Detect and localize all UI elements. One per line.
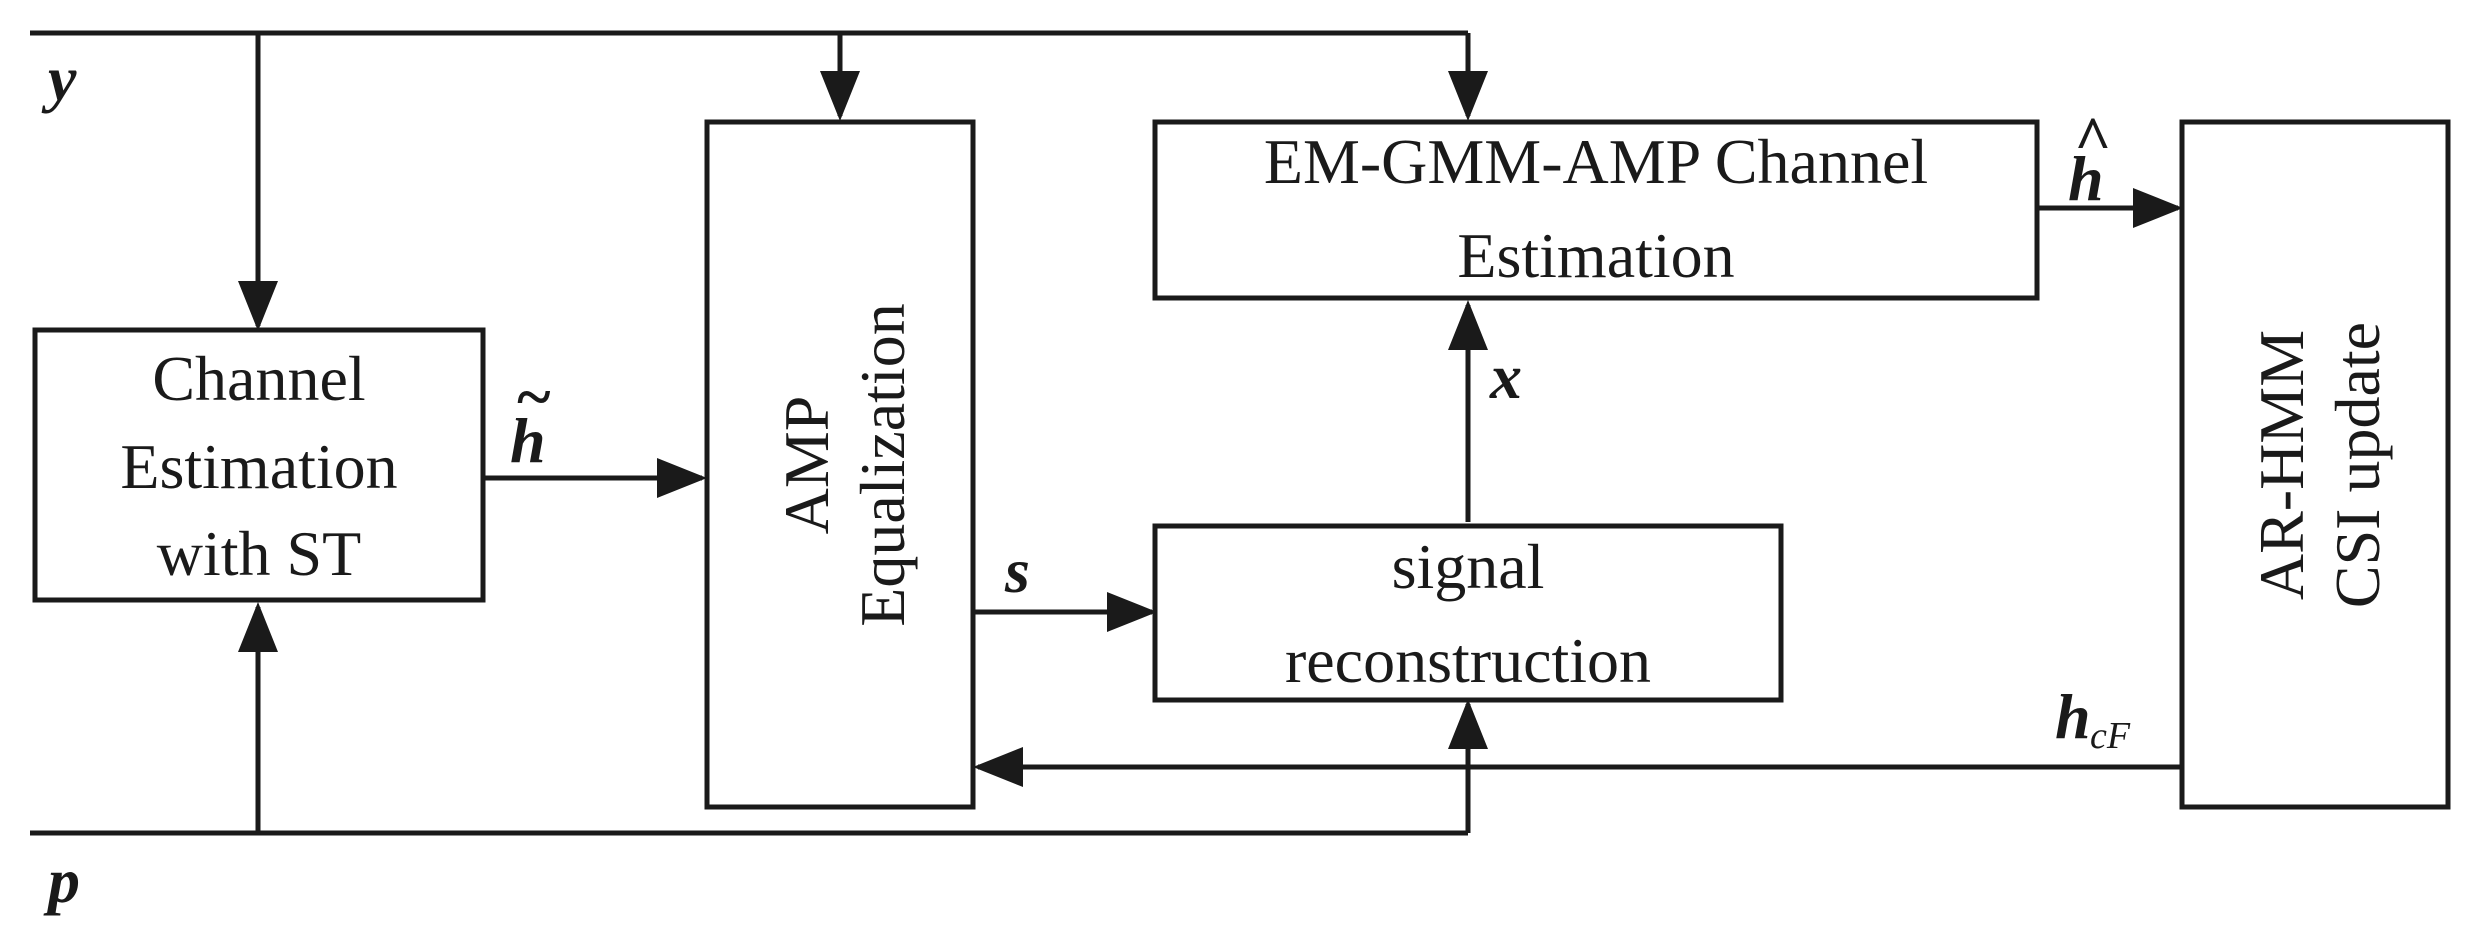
h-tilde-label: h ~ [510,361,551,476]
h-tilde-accent: ~ [515,361,551,432]
channel-estimation-st-block: Channel Estimation with ST [32,327,486,603]
h-hat-accent: ^ [2074,103,2110,174]
signal-reconstruction-line-1: signal [1392,531,1545,602]
signal-reconstruction-block: signal reconstruction [1152,523,1784,703]
h-hat-letter: h [2068,143,2104,214]
x-label: x [1489,341,1522,412]
channel-estimation-st-line-2: Estimation [120,431,397,502]
em-gmm-amp-block: EM-GMM-AMP Channel Estimation [1152,119,2040,301]
channel-estimation-st-line-1: Channel [152,343,365,414]
h-cf-label: h cF [2055,681,2131,757]
h-hat-label: h ^ [2068,103,2110,214]
h-cf-letter: h [2055,681,2091,752]
amp-equalization-line-1: AMP [771,396,842,535]
em-gmm-amp-line-2: Estimation [1457,220,1734,291]
ar-hmm-line-1: AR-HMM [2246,330,2317,600]
signal-reconstruction-line-2: reconstruction [1285,625,1651,696]
ar-hmm-block: AR-HMM CSI update [2179,119,2451,810]
connection-lines [30,30,2183,836]
y-label: y [41,43,77,114]
ar-hmm-line-2: CSI update [2322,322,2393,608]
h-cf-subscript: cF [2090,715,2131,757]
em-gmm-amp-line-1: EM-GMM-AMP Channel [1264,126,1928,197]
s-label: s [1004,535,1030,606]
amp-equalization-line-2: Equalization [847,303,918,626]
amp-equalization-block: AMP Equalization [704,119,976,810]
h-tilde-letter: h [510,405,546,476]
channel-estimation-st-line-3: with ST [157,518,361,589]
p-label: p [43,845,80,916]
